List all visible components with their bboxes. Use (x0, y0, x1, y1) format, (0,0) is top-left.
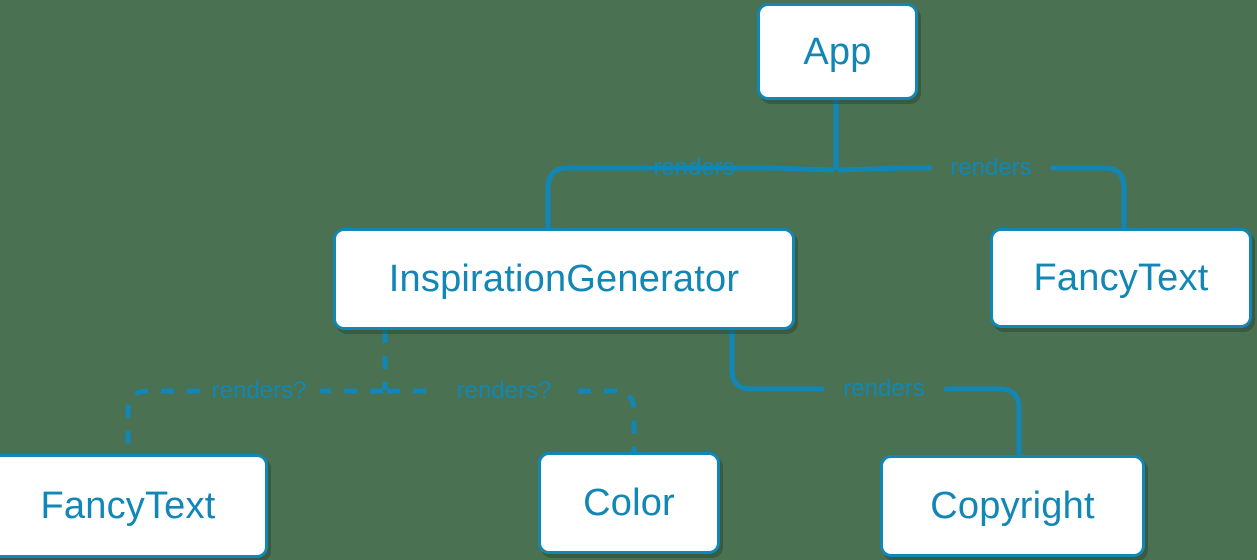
node-label-inspirationgenerator: InspirationGenerator (388, 258, 740, 300)
edge-inspirationgenerator-fancytext (125, 388, 383, 455)
edge-app-fancytext (837, 165, 1127, 231)
node-inspirationgenerator[interactable]: InspirationGenerator (333, 228, 795, 330)
node-fancytext-bottom-left[interactable]: FancyText (0, 454, 268, 558)
edge-inspirationgenerator-copyright (729, 327, 1022, 458)
edge-label-inspirationgenerator-color: renders? (456, 377, 552, 404)
edge-label-inspirationgenerator-fancytext: renders? (211, 377, 307, 404)
node-label-app: App (803, 30, 872, 73)
edge-label-app-fancytext: renders (950, 154, 1032, 181)
node-app[interactable]: App (757, 3, 918, 100)
edge-app-inspirationgenerator (545, 165, 835, 231)
node-fancytext-right[interactable]: FancyText (990, 228, 1252, 328)
node-copyright[interactable]: Copyright (880, 455, 1145, 557)
node-label-fancytext-right: FancyText (1033, 257, 1209, 299)
edge-label-app-inspirationgenerator: renders (653, 154, 735, 181)
node-label-color: Color (583, 482, 675, 524)
node-label-fancytext-bottom-left: FancyText (40, 485, 216, 527)
node-color[interactable]: Color (538, 452, 720, 554)
edge-label-inspirationgenerator-copyright: renders (843, 375, 925, 402)
edge-inspirationgenerator-color (387, 388, 637, 454)
node-label-copyright: Copyright (930, 485, 1095, 527)
